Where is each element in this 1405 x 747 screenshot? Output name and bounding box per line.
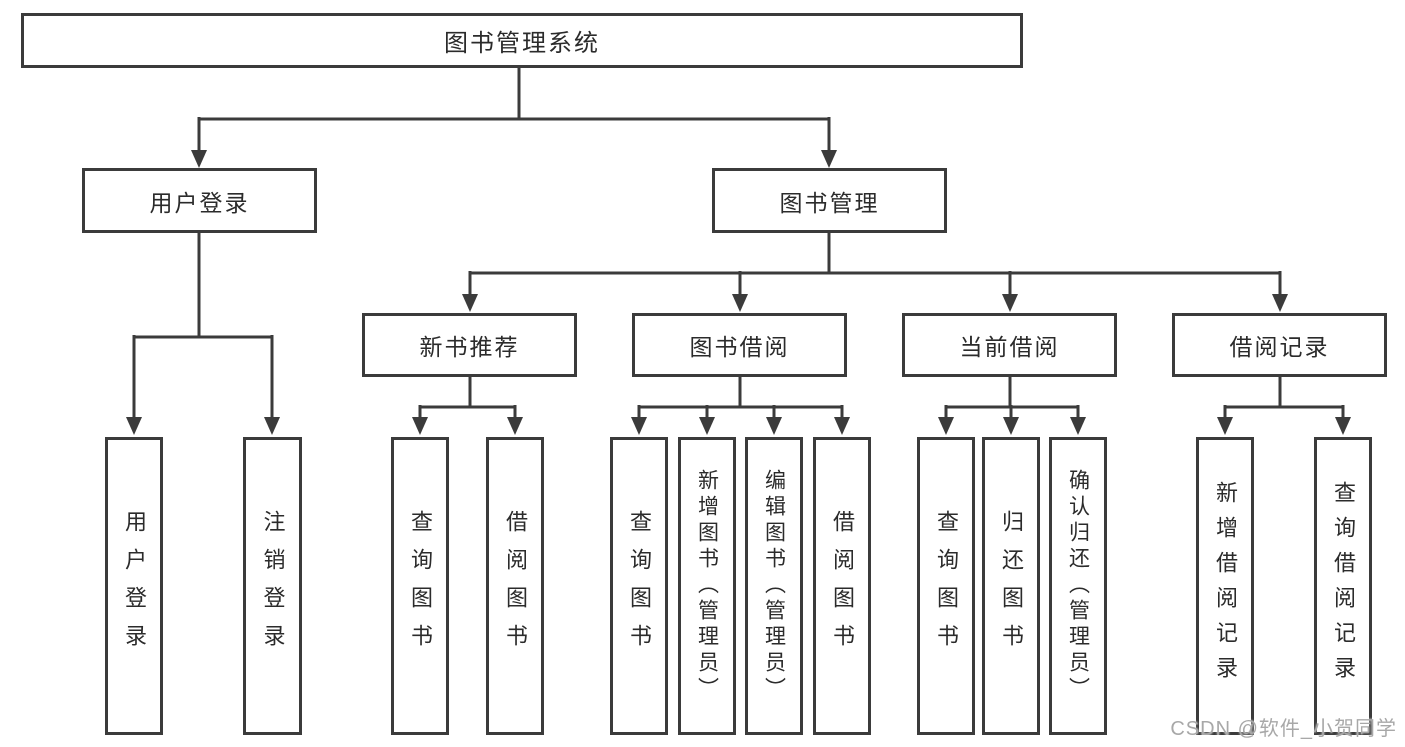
leaf-query-books-borrow: 查询图书 <box>610 437 668 735</box>
leaf-return-books: 归还图书 <box>982 437 1040 735</box>
connector-book-borrowing-to-leaves <box>631 377 850 435</box>
leaf-confirm-return-admin: 确认归还（管理员） <box>1049 437 1107 735</box>
node-current-borrowing: 当前借阅 <box>902 313 1117 377</box>
leaf-add-borrow-record: 新增借阅记录 <box>1196 437 1254 735</box>
leaf-query-borrow-record: 查询借阅记录 <box>1314 437 1372 735</box>
node-book-management: 图书管理 <box>712 168 947 233</box>
csdn-watermark: CSDN @软件_小贺同学 <box>1170 718 1397 740</box>
connector-borrow-records-to-leaves <box>1217 377 1351 435</box>
node-new-book-recommendation: 新书推荐 <box>362 313 577 377</box>
connector-new-book-to-leaves <box>412 377 523 435</box>
connector-user-login-to-leaves <box>126 233 280 435</box>
leaf-user-login: 用户登录 <box>105 437 163 735</box>
connector-book-management-to-level3 <box>462 233 1288 312</box>
connector-root-to-level2 <box>191 68 837 168</box>
leaf-borrow-books: 借阅图书 <box>813 437 871 735</box>
node-user-login: 用户登录 <box>82 168 317 233</box>
leaf-query-books-recommend: 查询图书 <box>391 437 449 735</box>
leaf-add-books-admin: 新增图书（管理员） <box>678 437 736 735</box>
leaf-edit-books-admin: 编辑图书（管理员） <box>745 437 803 735</box>
leaf-logout: 注销登录 <box>243 437 302 735</box>
connector-current-borrowing-to-leaves <box>938 377 1086 435</box>
node-book-borrowing: 图书借阅 <box>632 313 847 377</box>
leaf-query-books-current: 查询图书 <box>917 437 975 735</box>
leaf-borrow-books-recommend: 借阅图书 <box>486 437 544 735</box>
node-library-management-system: 图书管理系统 <box>21 13 1023 68</box>
node-borrowing-records: 借阅记录 <box>1172 313 1387 377</box>
